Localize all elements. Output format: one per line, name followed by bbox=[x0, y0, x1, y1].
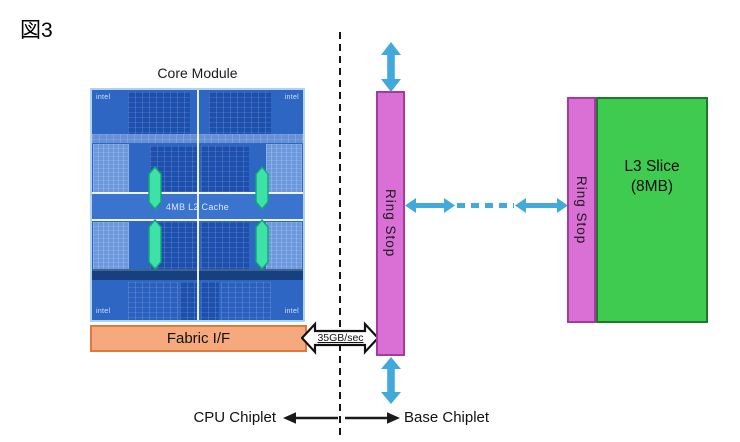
die-block bbox=[266, 222, 302, 269]
ring-stop-left-label: Ring Stop bbox=[383, 189, 398, 258]
die-center-line bbox=[197, 90, 199, 320]
ring-stop-right-label: Ring Stop bbox=[574, 175, 589, 245]
cpu-chiplet-label: CPU Chiplet bbox=[193, 409, 276, 426]
ring-link-dashes bbox=[457, 203, 514, 208]
ring-bus-down-arrow-icon bbox=[381, 357, 401, 404]
die-block bbox=[93, 222, 129, 269]
ring-stop-left-box: Ring Stop bbox=[376, 91, 405, 356]
die-block bbox=[93, 144, 129, 192]
die-block bbox=[150, 146, 198, 192]
ring-bus-up-arrow-icon bbox=[381, 42, 401, 92]
die-block bbox=[209, 92, 271, 134]
l2-green-arrows bbox=[148, 165, 269, 271]
ring-link-left-arrow-icon bbox=[405, 198, 455, 213]
l3-slice-label-line1: L3 Slice bbox=[624, 158, 680, 175]
core-module-title: Core Module bbox=[157, 65, 238, 81]
bandwidth-arrow: 35GB/sec bbox=[301, 320, 380, 356]
die-block bbox=[266, 144, 302, 192]
base-chiplet-arrow-icon bbox=[345, 412, 400, 424]
bandwidth-label: 35GB/sec bbox=[317, 332, 364, 344]
l3-slice-label-line2: (8MB) bbox=[630, 178, 674, 196]
die-block bbox=[180, 282, 198, 320]
die-block bbox=[128, 282, 178, 320]
fabric-if-box: Fabric I/F bbox=[90, 325, 307, 352]
fabric-if-label: Fabric I/F bbox=[166, 330, 231, 347]
core-module-die-image: 4MB L2 Cache intel intel intel intel bbox=[90, 88, 305, 322]
figure-number-label: 図3 bbox=[20, 19, 53, 42]
intel-logo: intel bbox=[284, 308, 299, 315]
intel-logo: intel bbox=[284, 94, 299, 101]
die-block bbox=[201, 282, 219, 320]
intel-logo: intel bbox=[96, 308, 111, 315]
die-block bbox=[201, 146, 249, 192]
ring-link-right-arrow-icon bbox=[515, 198, 568, 213]
cpu-chiplet-arrow-icon bbox=[283, 412, 338, 424]
ring-stop-right-box: Ring Stop bbox=[567, 97, 596, 323]
die-block bbox=[221, 282, 271, 320]
die-block bbox=[201, 222, 249, 269]
die-block bbox=[128, 92, 190, 134]
base-chiplet-label: Base Chiplet bbox=[404, 409, 490, 426]
l3-slice-box: L3 Slice (8MB) bbox=[596, 97, 708, 323]
chiplet-boundary-dashed-line bbox=[339, 32, 341, 438]
intel-logo: intel bbox=[96, 94, 111, 101]
